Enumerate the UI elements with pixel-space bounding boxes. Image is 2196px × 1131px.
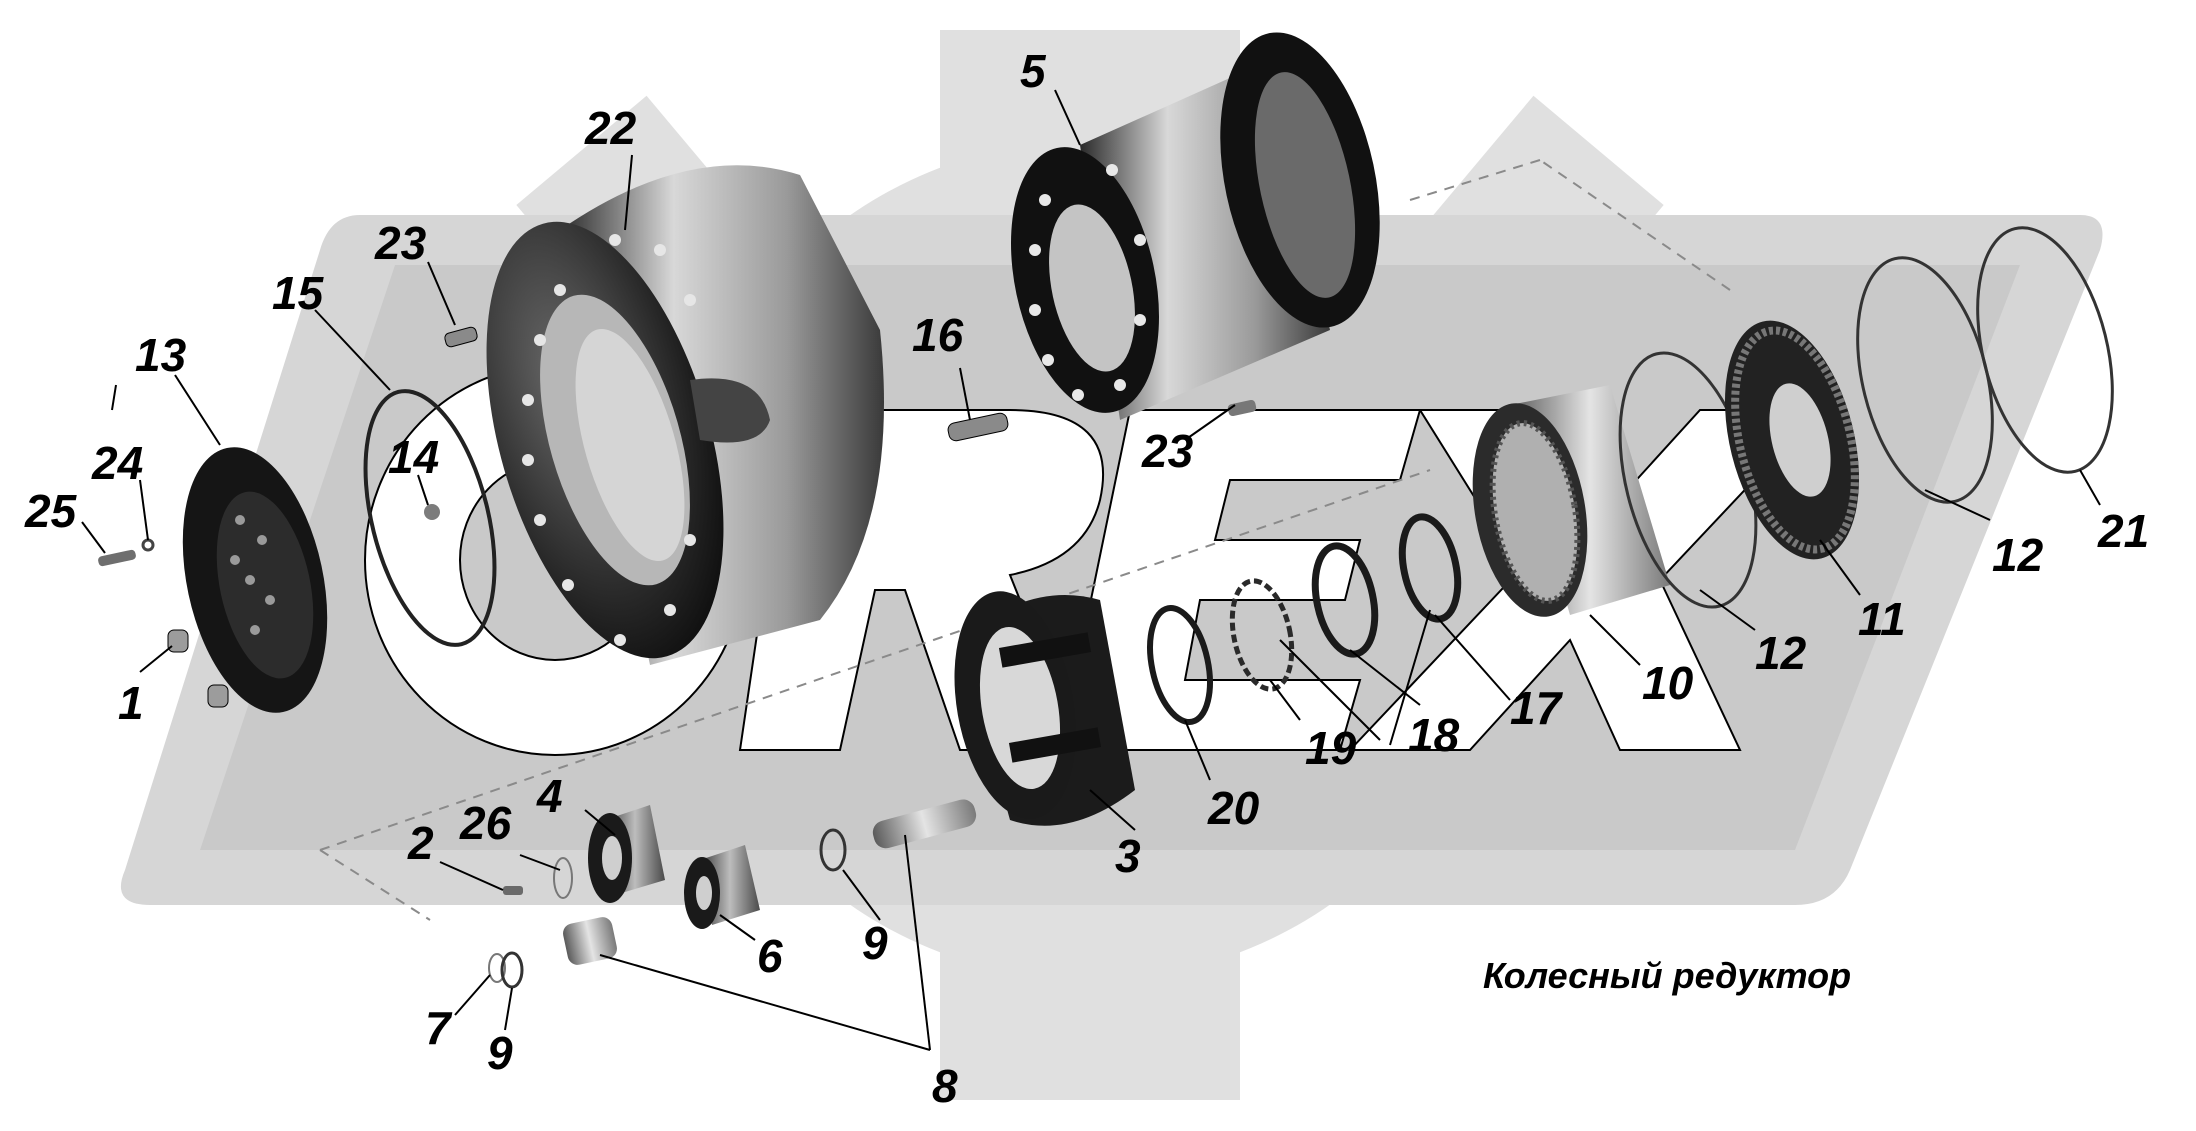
- part-ring-gear-10: [1472, 385, 1670, 617]
- callout-21: 21: [2098, 505, 2150, 557]
- callout-25: 25: [25, 485, 77, 537]
- callout-14: 14: [388, 431, 440, 483]
- part-ring-17: [1398, 513, 1462, 623]
- callout-3: 3: [1115, 830, 1141, 882]
- callout-12-a: 12: [1755, 627, 1807, 679]
- part-axle-8b: [872, 799, 977, 849]
- part-bolt-25: [98, 549, 136, 567]
- callout-7: 7: [425, 1002, 451, 1054]
- callout-22: 22: [585, 102, 637, 154]
- part-ring-20: [1147, 604, 1213, 726]
- callout-11: 11: [1858, 593, 1906, 645]
- part-lockwasher-19: [1229, 578, 1295, 692]
- callout-18: 18: [1408, 709, 1460, 761]
- callout-1: 1: [118, 677, 144, 729]
- callout-6: 6: [757, 930, 783, 982]
- callout-17: 17: [1510, 682, 1562, 734]
- callout-23-b: 23: [1142, 425, 1194, 477]
- callout-4: 4: [537, 770, 563, 822]
- part-axle-8a: [563, 917, 617, 965]
- callout-19: 19: [1305, 722, 1357, 774]
- part-washer-9b: [819, 828, 847, 872]
- part-planet-gear-4: [588, 805, 665, 903]
- part-washer-24: [141, 538, 155, 552]
- assembly-axis-lines: [319, 159, 1731, 921]
- part-washer-7: [488, 953, 506, 983]
- callout-23-a: 23: [375, 217, 427, 269]
- part-end-cover-13: [182, 447, 328, 713]
- callout-12-b: 12: [1992, 529, 2044, 581]
- part-bolt-2: [503, 886, 523, 895]
- part-carrier-3: [954, 591, 1135, 826]
- callout-20: 20: [1208, 782, 1260, 834]
- part-gear-6: [684, 845, 760, 929]
- callout-2: 2: [408, 817, 434, 869]
- callout-13: 13: [135, 329, 187, 381]
- callout-9-mid: 9: [862, 917, 888, 969]
- diagram-caption: Колесный редуктор: [1483, 955, 1852, 996]
- part-plug-1: [167, 629, 189, 653]
- part-hub-22: [486, 165, 884, 665]
- callout-24: 24: [92, 437, 144, 489]
- part-plug-1b: [207, 684, 229, 708]
- callout-9-left: 9: [487, 1027, 513, 1079]
- part-bolt-23b: [1227, 399, 1257, 417]
- callout-5: 5: [1020, 45, 1046, 97]
- part-pin-14: [424, 504, 440, 520]
- part-washer-9a: [500, 951, 524, 989]
- part-gear-flange-11: [1724, 320, 1860, 560]
- part-bolt-23a: [444, 326, 478, 348]
- part-oring-21: [1976, 226, 2114, 474]
- leader-lines: [81, 89, 2101, 1051]
- part-stud-16: [947, 412, 1009, 442]
- part-spindle-5: [1010, 32, 1380, 420]
- callout-16: 16: [912, 309, 964, 361]
- part-gasket-15: [363, 389, 497, 647]
- callout-10: 10: [1642, 657, 1694, 709]
- callout-8: 8: [932, 1060, 958, 1112]
- callout-26: 26: [460, 797, 512, 849]
- callout-15: 15: [272, 267, 324, 319]
- part-ring-26: [553, 857, 573, 899]
